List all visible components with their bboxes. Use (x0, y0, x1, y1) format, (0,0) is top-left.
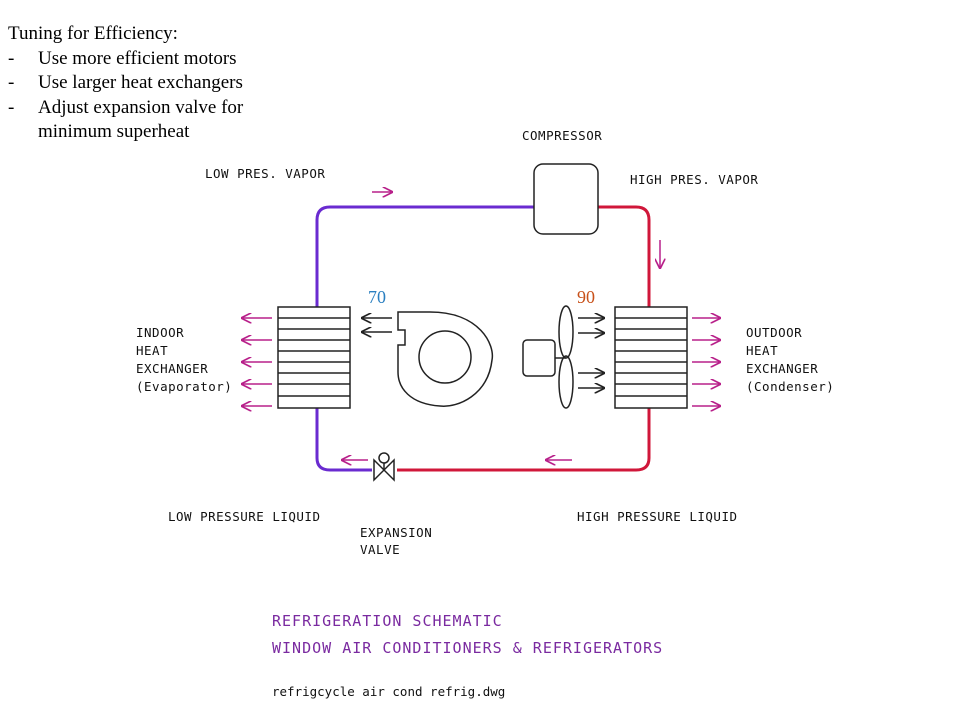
notes-heading: Tuning for Efficiency: (8, 23, 178, 44)
fan-air-arrows (578, 318, 604, 388)
outdoor-label-line: EXCHANGER (746, 361, 818, 376)
blower-air-arrows (362, 318, 392, 332)
high-pressure-liquid-label: HIGH PRESSURE LIQUID (577, 509, 738, 524)
outdoor-label-line: (Condenser) (746, 379, 834, 394)
low-pressure-liquid-label: LOW PRESSURE LIQUID (168, 509, 321, 524)
indoor-label-line: (Evaporator) (136, 379, 232, 394)
note-text: Use more efficient motors (38, 47, 237, 69)
schematic-title: REFRIGERATION SCHEMATIC (272, 612, 503, 630)
indoor-label-line: HEAT (136, 343, 168, 358)
note-text: Use larger heat exchangers (38, 72, 243, 93)
indoor-label-line: INDOOR (136, 325, 184, 340)
outdoor-temperature: 90 (577, 287, 595, 307)
expansion-valve-label-line: EXPANSION (360, 525, 432, 540)
high-pressure-vapor-line (598, 205, 651, 307)
note-text: Adjust expansion valve for (38, 96, 244, 118)
bullet-dash: - (8, 47, 15, 69)
outdoor-air-arrows (692, 318, 720, 406)
condenser-fan (522, 305, 574, 409)
low-pressure-vapor-line (315, 205, 534, 307)
outdoor-label-line: OUTDOOR (746, 325, 802, 340)
high-pres-vapor-label: HIGH PRES. VAPOR (630, 172, 758, 187)
indoor-air-arrows (242, 318, 272, 406)
schematic-subtitle: WINDOW AIR CONDITIONERS & REFRIGERATORS (272, 639, 663, 657)
compressor-label: COMPRESSOR (522, 128, 602, 143)
low-pressure-liquid-line (315, 408, 372, 472)
indoor-label-line: EXCHANGER (136, 361, 208, 376)
indoor-heat-exchanger (277, 306, 351, 409)
compressor-body (533, 163, 599, 235)
low-pres-vapor-label: LOW PRES. VAPOR (205, 166, 325, 181)
indoor-blower (397, 311, 494, 407)
high-pressure-liquid-line (397, 408, 651, 472)
efficiency-notes: Tuning for Efficiency: - Use more effici… (8, 22, 243, 145)
drawing-filename: refrigcycle air cond refrig.dwg (272, 684, 505, 699)
outdoor-label-line: HEAT (746, 343, 778, 358)
note-item: - Adjust expansion valve for (8, 96, 243, 121)
indoor-temperature: 70 (368, 287, 386, 307)
bullet-dash: - (8, 72, 15, 93)
note-continuation: minimum superheat (38, 121, 190, 142)
expansion-valve (373, 452, 395, 482)
expansion-valve-label-line: VALVE (360, 542, 400, 557)
note-item: - Use more efficient motors (8, 47, 243, 72)
note-item: - Use larger heat exchangers (8, 71, 243, 96)
bullet-dash: - (8, 96, 15, 118)
outdoor-heat-exchanger (614, 306, 688, 409)
